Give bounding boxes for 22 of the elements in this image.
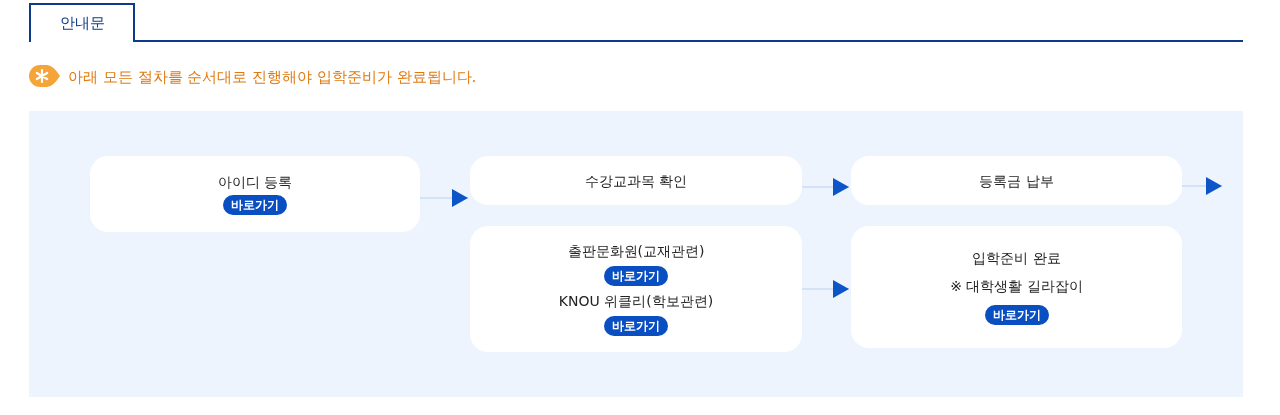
tab: 안내문 bbox=[29, 3, 135, 42]
step-box bbox=[851, 156, 1182, 205]
step-title: 아이디 등록 bbox=[217, 173, 293, 191]
arrow bbox=[801, 178, 850, 196]
shortcut-button: 바로가기 bbox=[604, 316, 668, 336]
step-box bbox=[470, 226, 802, 352]
arrow bbox=[1181, 177, 1223, 195]
notice-text: 아래 모든 절차를 순서대로 진행해야 입학준비가 완료됩니다. bbox=[68, 67, 477, 88]
step-box bbox=[470, 156, 802, 205]
step-title: 등록금 납부 bbox=[979, 171, 1054, 190]
step-title: 수강교과목 확인 bbox=[584, 171, 688, 190]
step-box bbox=[851, 226, 1182, 348]
step-title: 출판문화원(교재관련) bbox=[567, 242, 705, 260]
step-box bbox=[90, 156, 420, 232]
step-title: 입학준비 완료 bbox=[972, 249, 1061, 267]
shortcut-button: 바로가기 bbox=[604, 266, 668, 286]
shortcut-button: 바로가기 bbox=[984, 305, 1049, 325]
step-title: ※ 대학생활 길라잡이 bbox=[950, 277, 1083, 295]
arrow bbox=[801, 280, 850, 298]
shortcut-button: 바로가기 bbox=[223, 195, 287, 215]
step-title: KNOU 위클리(학보관련) bbox=[558, 292, 714, 310]
arrow bbox=[419, 189, 469, 207]
